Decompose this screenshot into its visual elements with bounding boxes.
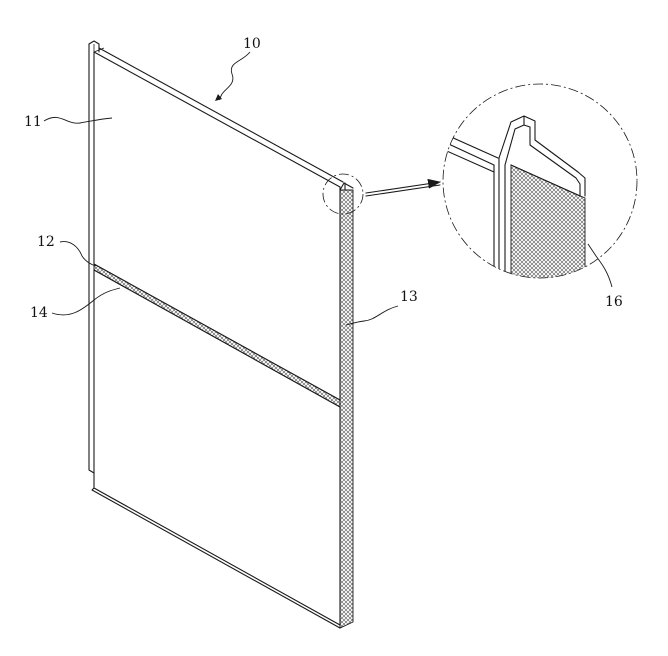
detail-marker-circle (322, 173, 364, 215)
left-edge-flange (88, 40, 105, 474)
panel-assembly (88, 40, 354, 629)
leader-10 (221, 51, 251, 95)
lower-panel (91, 269, 341, 629)
detail-arrow (365, 178, 441, 194)
label-14: 14 (30, 305, 48, 321)
label-13: 13 (400, 289, 418, 305)
leader-12 (59, 241, 97, 267)
upper-panel (93, 47, 344, 401)
label-11: 11 (24, 114, 42, 130)
leader-lines (43, 51, 613, 326)
leader-16 (587, 243, 613, 288)
detail-enlarged-view (443, 115, 586, 278)
seam-strip (93, 263, 341, 408)
detail-callout (322, 83, 638, 279)
arrowhead-10 (215, 94, 222, 101)
label-16: 16 (605, 294, 623, 310)
label-10: 10 (243, 36, 261, 52)
label-12: 12 (37, 234, 55, 250)
leader-11 (43, 116, 113, 124)
right-side-edge (339, 182, 354, 629)
reference-numerals: 10 11 12 14 13 16 (24, 36, 623, 321)
filling-block (510, 164, 586, 278)
leader-14 (51, 287, 121, 316)
leader-13 (345, 305, 399, 326)
